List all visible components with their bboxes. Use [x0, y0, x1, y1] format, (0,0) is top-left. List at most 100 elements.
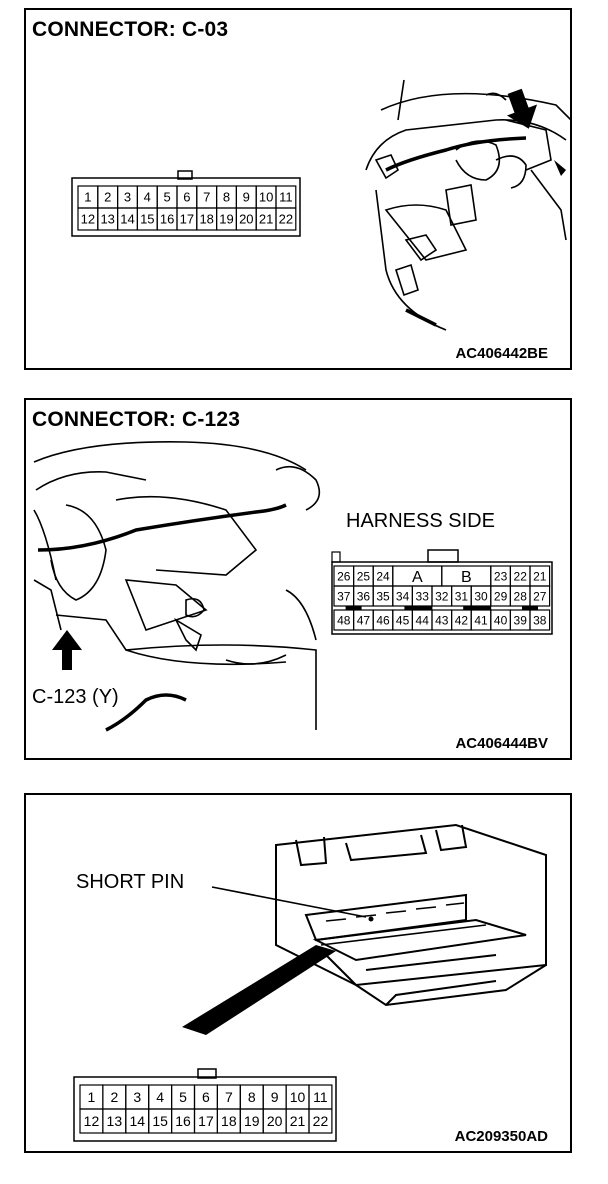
pin-number: 22	[313, 1113, 329, 1129]
arrow-icon	[506, 88, 538, 129]
connector-frame	[73, 1076, 337, 1142]
panel-title: CONNECTOR: C-123	[32, 408, 241, 431]
pin-separator	[345, 606, 362, 610]
harness-side-label: HARNESS SIDE	[346, 510, 495, 532]
pin-number: 13	[100, 212, 114, 227]
pin-number: 39	[514, 613, 528, 627]
pin-number: 21	[259, 212, 273, 227]
pin-number: 9	[271, 1089, 279, 1105]
pin-number: 40	[494, 613, 508, 627]
pin-number: 9	[243, 190, 250, 205]
dashboard-illustration	[33, 441, 321, 730]
connector-latch	[177, 170, 193, 180]
pin-number: 48	[337, 613, 351, 627]
pin-cell	[529, 585, 551, 607]
pin-number: 12	[84, 1113, 100, 1129]
pin-number: 24	[376, 569, 390, 583]
pin-number: 16	[160, 212, 174, 227]
pin-number: 30	[474, 589, 488, 603]
pin-number: 34	[396, 589, 410, 603]
pin-cell	[308, 1108, 333, 1134]
connector-frame	[71, 177, 301, 237]
pin-number: 46	[376, 613, 390, 627]
dashboard-illustration	[365, 79, 572, 331]
pin-number: 32	[435, 589, 449, 603]
pin-number: 42	[455, 613, 469, 627]
pin-number: 38	[533, 613, 547, 627]
pin-number: 6	[183, 190, 190, 205]
pin-separator	[404, 606, 433, 610]
pin-number: 37	[337, 589, 351, 603]
pin-number: 4	[144, 190, 151, 205]
pin-number: 2	[104, 190, 111, 205]
pin-number: 15	[152, 1113, 168, 1129]
pin-number: 1	[88, 1089, 96, 1105]
pin-number: 35	[376, 589, 390, 603]
pin-number: 29	[494, 589, 508, 603]
connector-body	[275, 823, 547, 1007]
pin-number: 41	[474, 613, 488, 627]
pin-number: 23	[494, 569, 508, 583]
arrow-icon	[52, 630, 82, 670]
figure-code: AC406444BV	[455, 735, 548, 752]
pin-number: 1	[84, 190, 91, 205]
pin-number: 11	[279, 190, 293, 205]
pin-number: 3	[124, 190, 131, 205]
pin-number: 3	[133, 1089, 141, 1105]
harness-wires	[385, 136, 527, 327]
pin-number: A	[412, 569, 423, 586]
pin-number: 11	[313, 1089, 328, 1105]
pin-number: 17	[180, 212, 194, 227]
pin-cell	[275, 207, 297, 231]
pin-number: 28	[514, 589, 528, 603]
connector-key	[331, 551, 341, 563]
connector-latch	[427, 549, 459, 563]
leader-line	[211, 886, 367, 918]
pin-number: 22	[514, 569, 528, 583]
pin-number: 45	[396, 613, 410, 627]
pin-number: 25	[357, 569, 371, 583]
pin-number: 13	[107, 1113, 123, 1129]
pin-number: 20	[239, 212, 253, 227]
pin-number: 5	[163, 190, 170, 205]
pin-number: 2	[110, 1089, 118, 1105]
pin-number: 20	[267, 1113, 283, 1129]
pin-number: 5	[179, 1089, 187, 1105]
pin-number: 16	[175, 1113, 191, 1129]
panel-title: CONNECTOR: C-03	[32, 18, 229, 41]
pin-number: 22	[279, 212, 293, 227]
pin-separator	[463, 606, 492, 610]
pin-number: 12	[81, 212, 95, 227]
pin-number: 47	[357, 613, 371, 627]
short-pin-marker	[368, 916, 374, 922]
pin-number: 10	[259, 190, 273, 205]
callout-label: SHORT PIN	[76, 871, 185, 893]
pin-number: 44	[416, 613, 430, 627]
pin-number: 19	[219, 212, 233, 227]
connector-latch	[197, 1068, 217, 1079]
pin-number: B	[461, 569, 472, 586]
pin-number: 7	[225, 1089, 233, 1105]
pin-number: 18	[221, 1113, 237, 1129]
pin-number: 10	[290, 1089, 306, 1105]
pin-separator	[522, 606, 538, 610]
figure-code: AC406442BE	[455, 345, 548, 362]
pin-number: 4	[156, 1089, 164, 1105]
pin-number: 33	[416, 589, 430, 603]
pin-number: 18	[199, 212, 213, 227]
pointer-wedge	[182, 945, 336, 1035]
pin-number: 43	[435, 613, 449, 627]
pin-number: 7	[203, 190, 210, 205]
figure-code: AC209350AD	[454, 1128, 548, 1145]
pin-number: 19	[244, 1113, 260, 1129]
pin-number: 6	[202, 1089, 210, 1105]
pin-number: 8	[223, 190, 230, 205]
